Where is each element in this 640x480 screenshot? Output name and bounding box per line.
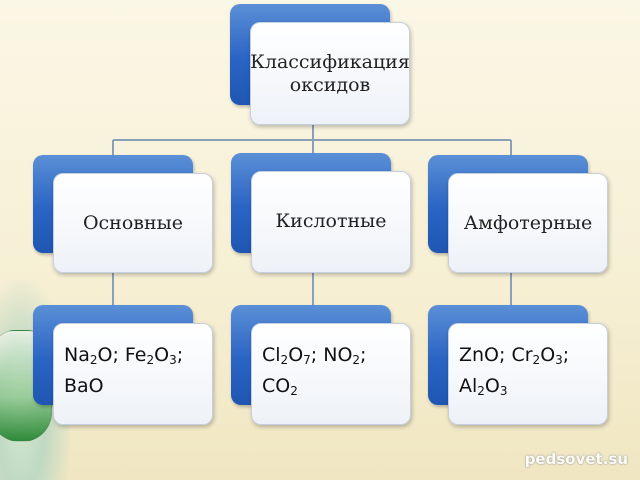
examples-line1: ZnO; Cr2O3; [459, 342, 569, 373]
formula-part: ; [562, 344, 570, 366]
examples-node-acidic: Cl2O7; NO2; CO2 [231, 305, 411, 425]
examples-line1: Cl2O7; NO2; [262, 342, 366, 373]
formula-part: O [484, 375, 500, 397]
category-node-acidic: Кислотные [231, 153, 411, 273]
examples-node-front: ZnO; Cr2O3; Al2O3 [448, 323, 608, 425]
formula-subscript: 3 [499, 384, 508, 398]
category-node-front: Кислотные [251, 171, 411, 273]
root-node-front: Классификация оксидов [250, 22, 410, 125]
formula-part: O [288, 344, 304, 366]
examples-line1: Na2O; Fe2O3; [64, 342, 183, 373]
formula-subscript: 2 [280, 353, 289, 367]
category-label: Основные [82, 212, 184, 234]
formula-part: BaO [64, 375, 104, 397]
formula-subscript: 2 [352, 353, 361, 367]
formula-subscript: 2 [290, 384, 298, 398]
formula-part: O [540, 344, 556, 366]
category-node-amphoteric: Амфотерные [428, 155, 608, 273]
examples-line2: Al2O3 [459, 373, 569, 404]
formula-part: Cl [262, 344, 281, 366]
root-title: Классификация оксидов [250, 51, 410, 97]
formula-part: ; [176, 344, 184, 366]
formula-subscript: 2 [146, 353, 155, 367]
examples-line2: BaO [64, 373, 183, 399]
formula-part: O [154, 344, 170, 366]
formula-part: Na [64, 344, 90, 366]
category-label: Амфотерные [463, 212, 593, 234]
formula-part: O; Fe [97, 344, 147, 366]
watermark: pedsovet.su [524, 450, 628, 468]
examples-text: Na2O; Fe2O3; BaO [64, 342, 183, 399]
formula-part: ; NO [310, 344, 353, 366]
root-title-line2: оксидов [289, 73, 371, 96]
formula-subscript: 7 [303, 353, 311, 367]
root-title-line1: Классификация [250, 50, 410, 73]
formula-subscript: 2 [532, 353, 541, 367]
formula-part: Al [459, 375, 478, 397]
category-label: Кислотные [275, 210, 387, 232]
examples-text: ZnO; Cr2O3; Al2O3 [459, 342, 569, 404]
category-node-basic: Основные [33, 155, 213, 273]
examples-text: Cl2O7; NO2; CO2 [262, 342, 366, 404]
examples-node-basic: Na2O; Fe2O3; BaO [33, 305, 213, 425]
examples-line2: CO2 [262, 373, 366, 404]
examples-node-amphoteric: ZnO; Cr2O3; Al2O3 [428, 305, 608, 425]
examples-node-front: Na2O; Fe2O3; BaO [53, 323, 213, 425]
formula-part: ZnO; Cr [459, 344, 533, 366]
formula-part: ; [360, 344, 367, 366]
category-node-front: Амфотерные [448, 173, 608, 273]
formula-part: CO [262, 375, 291, 397]
category-node-front: Основные [53, 173, 213, 273]
formula-subscript: 2 [89, 353, 98, 367]
formula-subscript: 2 [477, 384, 485, 398]
formula-subscript: 3 [169, 353, 177, 367]
formula-subscript: 3 [555, 353, 563, 367]
root-node: Классификация оксидов [230, 4, 410, 125]
examples-node-front: Cl2O7; NO2; CO2 [251, 323, 411, 425]
